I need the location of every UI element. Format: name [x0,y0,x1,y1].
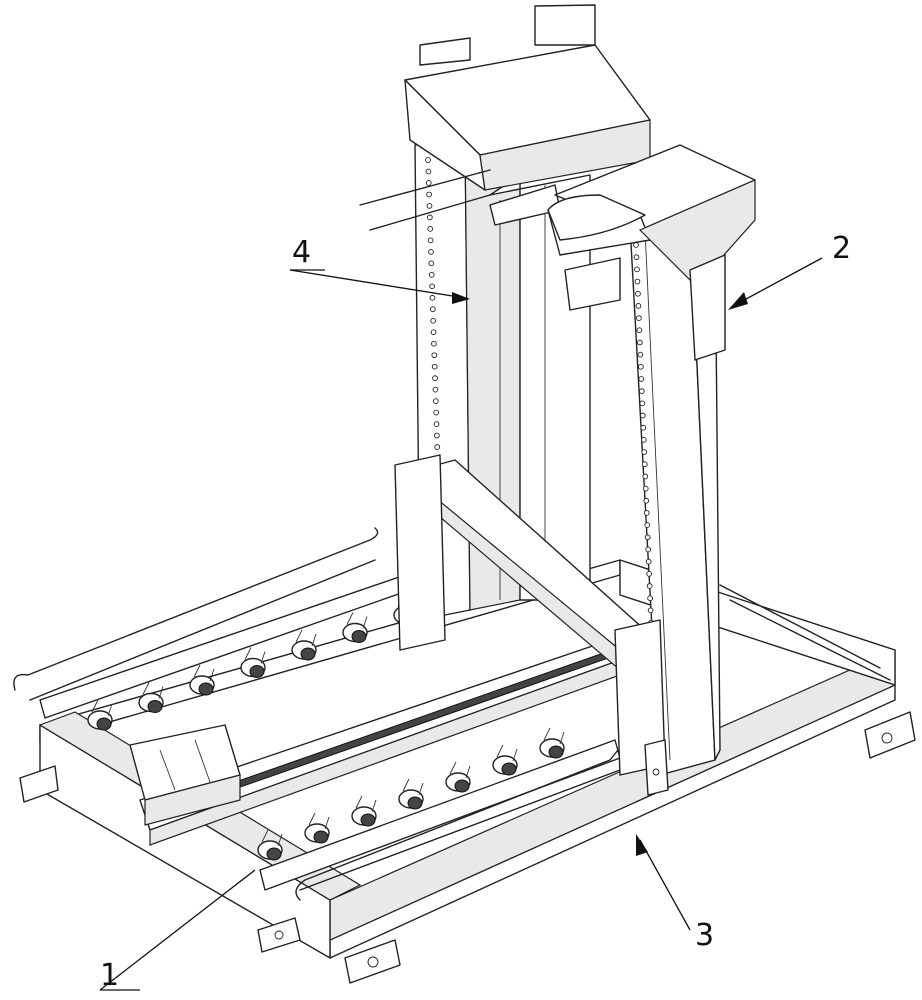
roller [87,699,113,731]
mounting-hole [634,266,640,273]
mounting-hole [432,398,439,404]
mounting-hole [643,510,650,516]
roller [351,795,377,827]
mounting-hole [636,327,643,334]
mounting-hole [425,168,432,175]
mounting-hole [425,157,431,163]
roller-racks [13,527,621,901]
callout-4: 4 [289,235,470,304]
mounting-hole [647,607,654,614]
cross-beam [394,454,669,796]
mounting-hole [647,595,653,602]
mounting-hole [431,340,437,347]
mounting-hole [426,203,433,209]
mounting-hole [638,388,645,395]
mounting-hole [646,583,653,589]
mounting-hole [434,432,440,439]
roller [492,744,518,776]
mounting-hole [430,329,437,336]
mounting-hole [429,306,436,313]
mounting-hole [426,191,432,198]
roller [342,612,368,643]
roller [138,682,164,713]
mounting-hole [641,461,648,468]
roller [539,727,565,759]
mounting-hole [432,386,439,393]
mounting-hole [642,473,649,480]
roller [398,778,424,810]
callout-1: 1 [99,869,256,993]
mounting-hole [636,315,642,321]
mounting-hole [427,214,433,221]
mounting-hole [428,249,434,255]
rear-drive-box [359,4,651,231]
mounting-hole [640,437,647,443]
mounting-hole [644,534,651,541]
mounting-hole [434,444,441,450]
mounting-hole [640,424,647,431]
mounting-hole [433,421,440,427]
mounting-hole [433,409,439,416]
mounting-hole [644,522,651,528]
mounting-hole [643,497,650,504]
mounting-hole [639,412,646,419]
mounting-hole [432,375,438,381]
label-1: 1 [100,958,119,993]
roller [240,647,266,678]
mounting-hole [430,317,437,324]
mounting-hole [431,363,438,370]
mounting-hole [637,351,644,358]
roller [189,664,215,696]
front-drive-unit [547,144,756,361]
mounting-hole [637,339,643,346]
mounting-hole [635,290,641,297]
mounting-hole [635,303,642,309]
callout-2: 2 [728,231,851,310]
mounting-hole [427,237,434,244]
mounting-hole [646,570,653,577]
mounting-hole [428,260,435,267]
roller [304,812,330,844]
label-2: 2 [832,231,851,266]
label-3: 3 [695,918,714,953]
mounting-hole [428,271,435,278]
mounting-hole [429,283,435,290]
mounting-hole [633,254,640,261]
mounting-hole [429,294,436,301]
mounting-hole [645,558,652,565]
mounting-hole [427,226,434,232]
roller [445,761,471,793]
mounting-hole [634,278,641,285]
mounting-hole [425,180,432,186]
roller-group [87,594,565,861]
mounting-hole [431,352,438,359]
mounting-hole [638,363,644,370]
label-4: 4 [292,235,311,270]
mounting-hole [641,449,648,455]
mounting-hole [645,546,652,553]
callout-3: 3 [636,834,714,953]
mounting-hole [638,376,645,382]
roller [257,829,283,861]
mounting-hole [642,485,649,492]
roller [291,629,317,661]
mounting-hole [639,400,646,407]
